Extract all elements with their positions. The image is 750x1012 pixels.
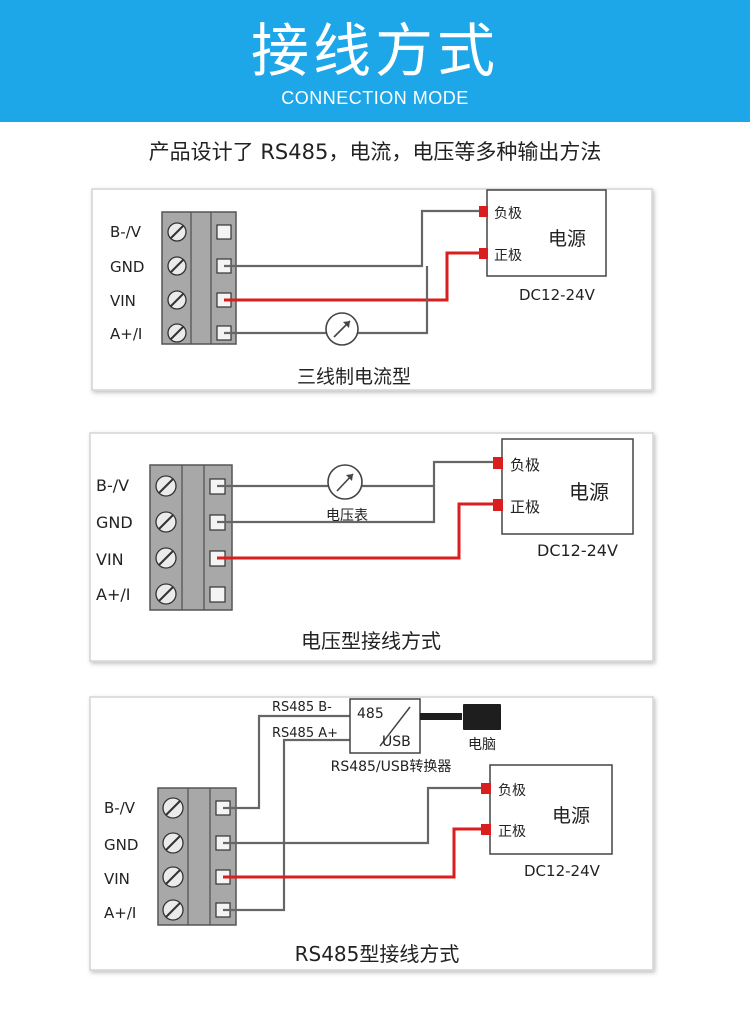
power-rating: DC12-24V <box>524 862 601 880</box>
pin-label-gnd: GND <box>110 258 144 276</box>
pin-label-b: B-/V <box>110 223 142 241</box>
power-supply-label: 电源 <box>548 228 586 250</box>
screw-icon <box>155 547 177 569</box>
page-title: 接线方式 <box>250 17 499 85</box>
screw-icon <box>162 899 184 921</box>
rs485-b-wire <box>223 714 350 810</box>
converter-top-label: 485 <box>357 706 384 722</box>
negative-label: 负极 <box>510 456 540 474</box>
power-rating: DC12-24V <box>537 541 618 560</box>
signal-wire-vin <box>224 251 482 302</box>
power-supply-box: 负极 正极 电源 <box>479 189 607 277</box>
page-subtitle: CONNECTION MODE <box>281 88 469 108</box>
power-supply-box: 负极 正极 电源 <box>493 438 634 535</box>
usb-cable <box>420 713 462 720</box>
rs485-usb-converter: 485 USB <box>349 698 421 754</box>
screw-icon <box>167 290 187 310</box>
positive-label: 正极 <box>494 248 522 264</box>
signal-wire-vin <box>223 827 485 879</box>
negative-terminal <box>481 783 491 794</box>
computer-icon <box>463 704 501 730</box>
positive-terminal <box>481 824 491 835</box>
pin-label-b: B-/V <box>104 799 136 817</box>
panel-rs485: B-/V GND VIN A+/I RS485 B- RS485 A+ 485 … <box>89 696 654 971</box>
power-supply-label: 电源 <box>552 805 590 827</box>
gnd-wire <box>224 209 482 268</box>
intro-text: 产品设计了 RS485，电流，电压等多种输出方法 <box>148 140 602 164</box>
positive-label: 正极 <box>498 824 526 840</box>
pin-label-a: A+/I <box>110 325 142 343</box>
ammeter-icon <box>325 312 359 346</box>
pin-label-gnd: GND <box>96 513 133 532</box>
terminal-socket <box>209 586 226 603</box>
rs485-b-label: RS485 B- <box>272 700 332 715</box>
positive-terminal <box>493 499 503 511</box>
header-banner: 接线方式 CONNECTION MODE <box>0 0 750 122</box>
panel-current-three-wire: B-/V GND VIN A+/I 负极 正极 电源 DC12-24V 三线制电… <box>91 188 653 391</box>
pin-label-vin: VIN <box>96 550 124 569</box>
converter-label: RS485/USB转换器 <box>331 758 452 775</box>
screw-icon <box>162 797 184 819</box>
diagram-caption: 三线制电流型 <box>297 366 411 388</box>
positive-terminal <box>479 248 488 259</box>
screw-icon <box>167 222 187 242</box>
pin-label-b: B-/V <box>96 476 129 495</box>
pin-label-vin: VIN <box>104 870 130 888</box>
screw-icon <box>162 832 184 854</box>
pin-label-a: A+/I <box>104 904 136 922</box>
panel-voltage: B-/V GND VIN A+/I 电压表 负极 正极 电源 DC12-24V … <box>89 432 654 662</box>
signal-wire-vin <box>217 502 497 560</box>
power-rating: DC12-24V <box>519 286 596 304</box>
terminal-socket <box>216 224 232 240</box>
screw-icon <box>155 511 177 533</box>
diagram-caption: 电压型接线方式 <box>301 629 441 653</box>
screw-icon <box>167 323 187 343</box>
computer-label: 电脑 <box>468 737 496 753</box>
screw-icon <box>167 256 187 276</box>
positive-label: 正极 <box>510 498 540 516</box>
voltmeter-label: 电压表 <box>326 508 368 524</box>
negative-terminal <box>493 457 503 469</box>
negative-label: 负极 <box>494 206 522 222</box>
pin-label-a: A+/I <box>96 585 130 604</box>
negative-label: 负极 <box>498 783 526 799</box>
current-loop-wire <box>358 266 429 335</box>
converter-bottom-label: USB <box>382 734 411 750</box>
gnd-wire <box>223 786 485 845</box>
pin-label-vin: VIN <box>110 292 136 310</box>
screw-icon <box>155 583 177 605</box>
diagram-caption: RS485型接线方式 <box>295 942 460 966</box>
gnd-wire <box>217 460 497 524</box>
power-supply-box: 负极 正极 电源 <box>481 764 613 855</box>
power-supply-label: 电源 <box>569 480 609 504</box>
voltmeter-icon <box>327 464 363 500</box>
screw-icon <box>162 866 184 888</box>
negative-terminal <box>479 206 488 217</box>
pin-label-gnd: GND <box>104 836 138 854</box>
rs485-a-wire <box>223 738 350 912</box>
screw-icon <box>155 475 177 497</box>
rs485-a-label: RS485 A+ <box>272 726 338 741</box>
terminal-block <box>149 464 233 611</box>
terminal-block <box>161 211 237 345</box>
